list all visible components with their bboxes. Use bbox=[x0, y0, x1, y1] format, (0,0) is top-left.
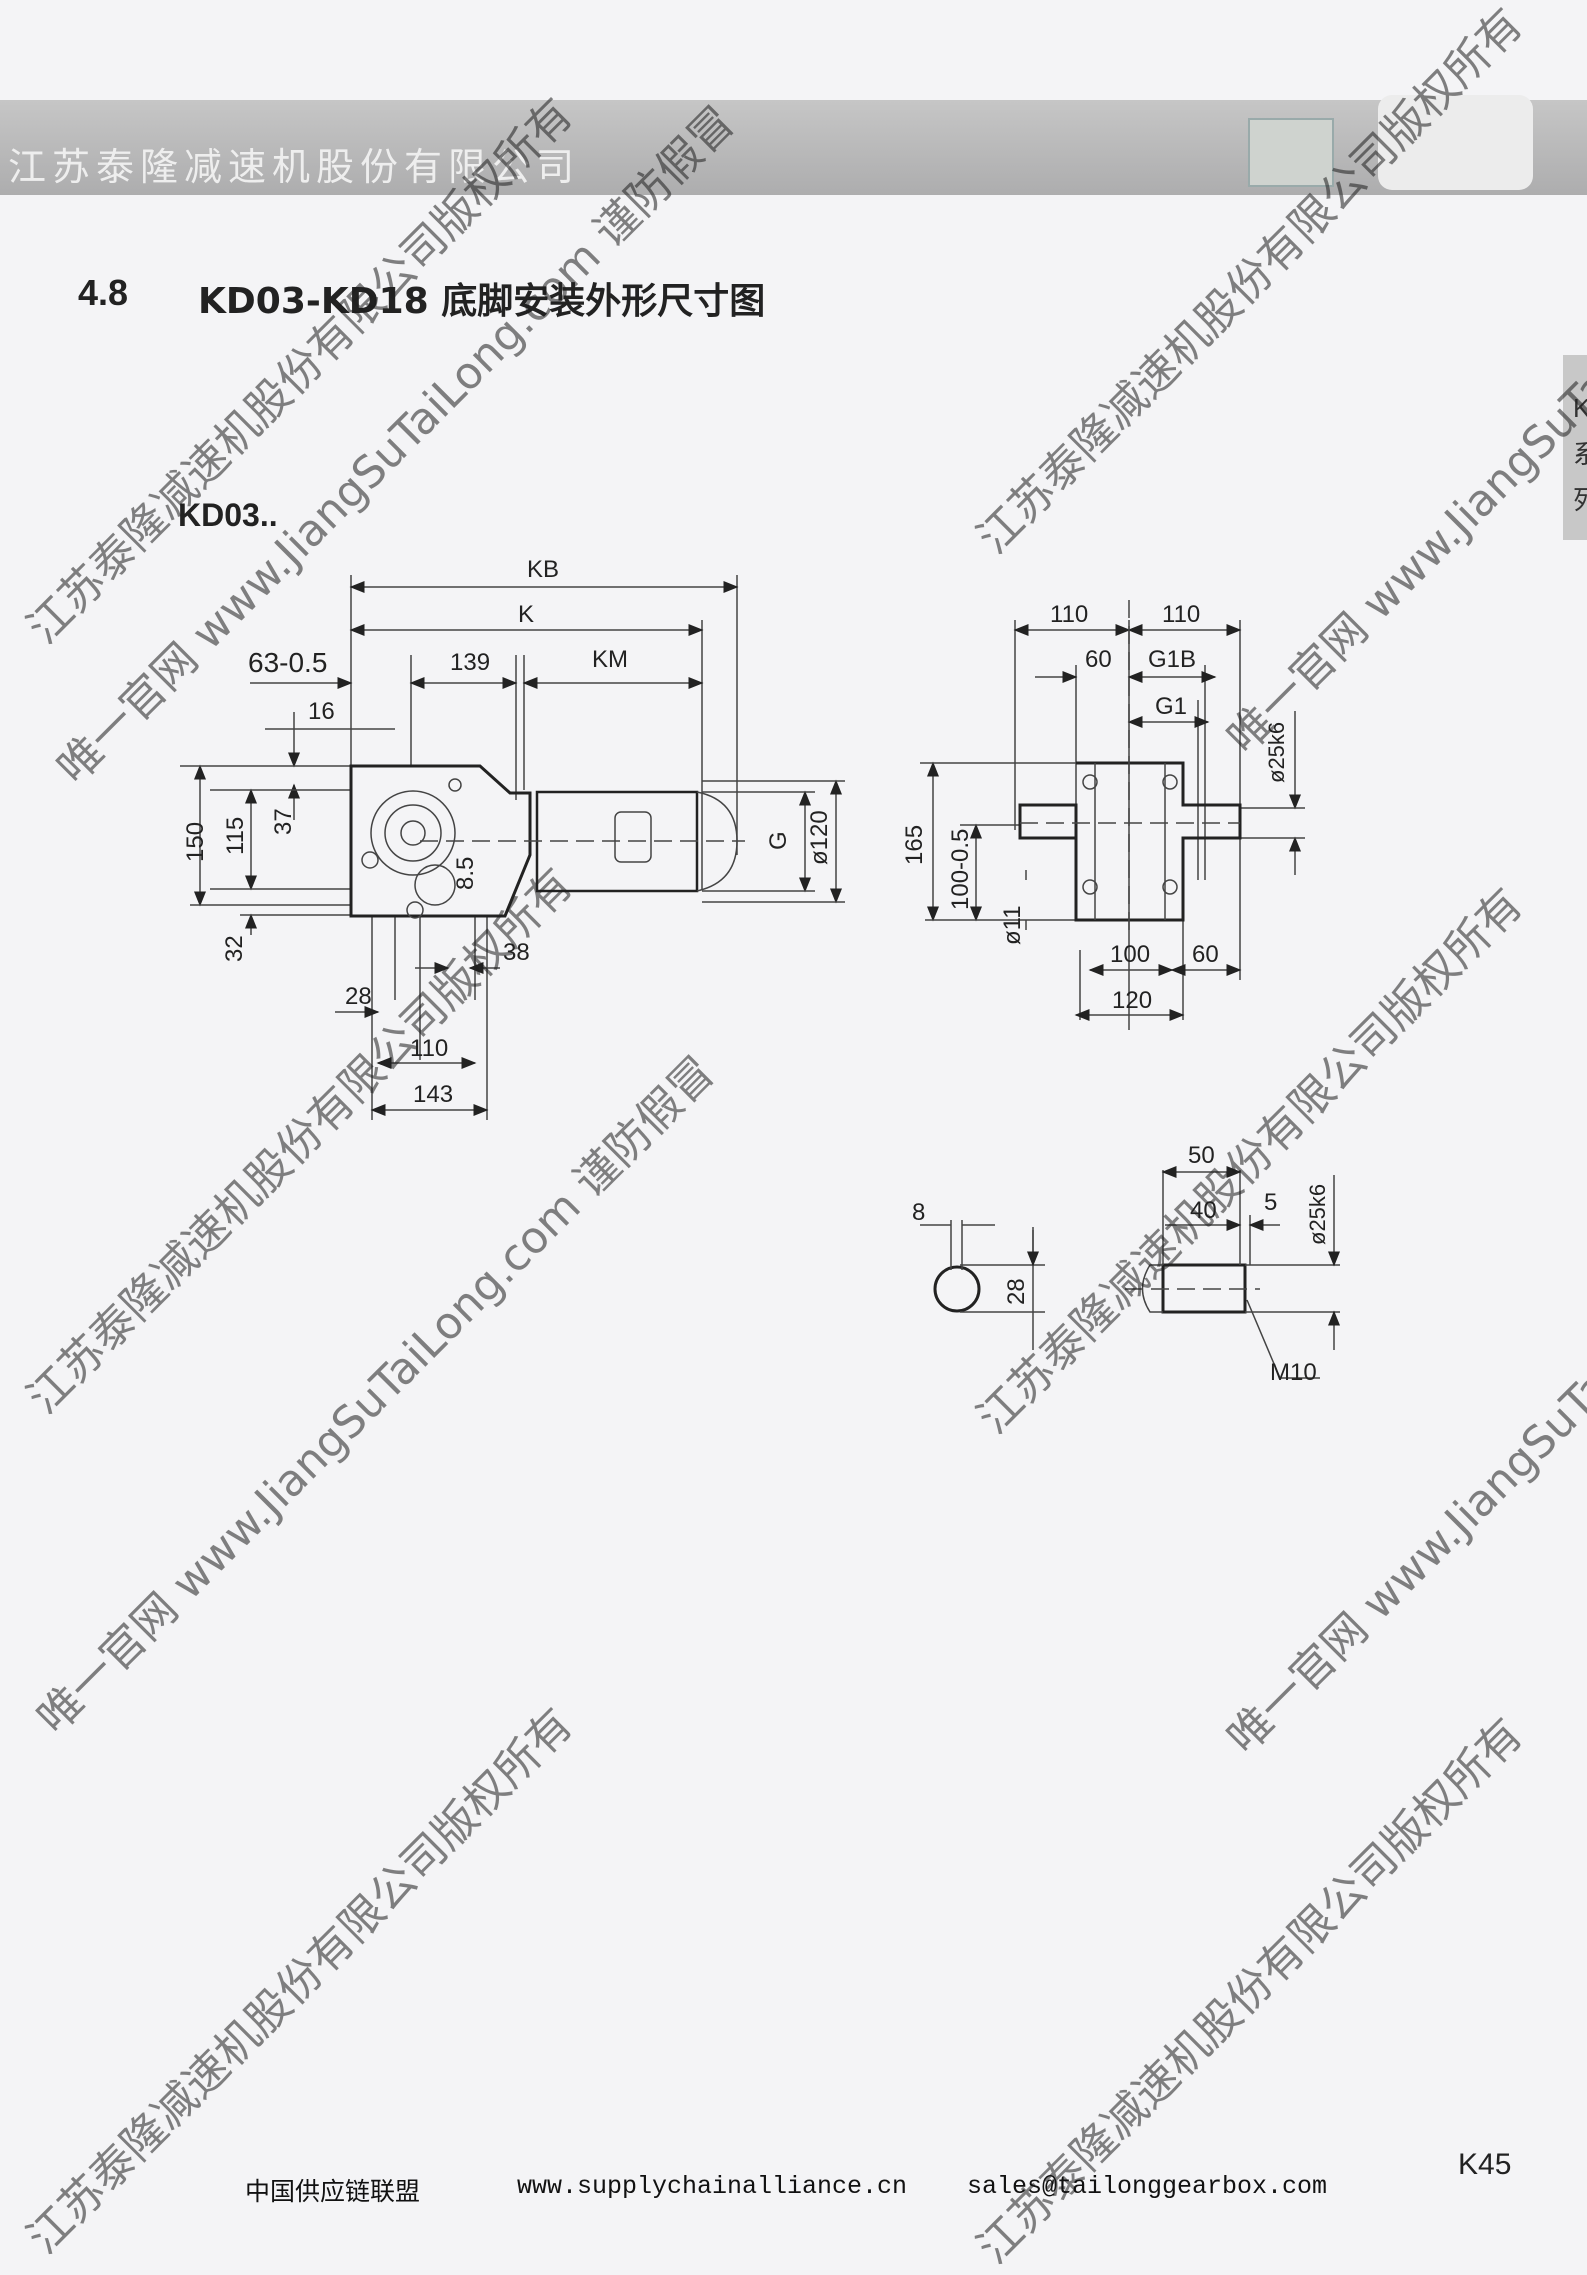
shaft-detail bbox=[920, 1166, 1340, 1379]
dim-KB: KB bbox=[527, 556, 559, 583]
dim-32: 32 bbox=[221, 935, 248, 962]
dim-50: 50 bbox=[1188, 1142, 1215, 1169]
dim-G: G bbox=[765, 831, 792, 850]
dim-G1B: G1B bbox=[1148, 646, 1196, 673]
dim-25k6-shaft: ø25k6 bbox=[1305, 1184, 1330, 1245]
company-name: 江苏泰隆减速机股份有限公司 bbox=[8, 145, 581, 189]
dim-165: 165 bbox=[901, 825, 928, 865]
footer-website-link[interactable]: www.supplychainalliance.cn bbox=[517, 2172, 908, 2201]
footer-org: 中国供应链联盟 bbox=[245, 2177, 421, 2206]
gearbox-logo-icon bbox=[1378, 95, 1533, 190]
dim-K: K bbox=[518, 601, 534, 628]
dim-110-right: 110 bbox=[1162, 601, 1200, 628]
dim-110-left: 110 bbox=[1050, 601, 1088, 628]
dim-100: 100 bbox=[1110, 941, 1150, 968]
dim-M10: M10 bbox=[1270, 1359, 1317, 1386]
dim-40: 40 bbox=[1190, 1197, 1217, 1224]
dim-28: 28 bbox=[345, 983, 372, 1010]
dim-5: 5 bbox=[1264, 1189, 1277, 1216]
dim-63: 63-0.5 bbox=[248, 647, 327, 678]
dim-115: 115 bbox=[222, 817, 249, 855]
footer-email-link[interactable]: sales@tailonggearbox.com bbox=[967, 2172, 1328, 2201]
dim-37: 37 bbox=[270, 808, 297, 835]
dim-100-tol: 100-0.5 bbox=[947, 829, 974, 910]
side-view bbox=[180, 575, 845, 1120]
dim-139: 139 bbox=[450, 649, 490, 676]
dim-8: 8 bbox=[912, 1199, 925, 1226]
end-view bbox=[920, 600, 1305, 1030]
dim-60: 60 bbox=[1085, 646, 1112, 673]
dim-KM: KM bbox=[592, 646, 628, 673]
dim-110: 110 bbox=[410, 1035, 448, 1062]
dim-16: 16 bbox=[308, 698, 335, 725]
dimension-labels: KB K 63-0.5 139 KM 16 150 115 37 8.5 G ø… bbox=[182, 556, 1330, 1386]
dim-60-right: 60 bbox=[1192, 941, 1219, 968]
side-tab-letter: K bbox=[1573, 393, 1587, 423]
dim-8-5: 8.5 bbox=[452, 857, 479, 890]
section-title: KD03-KD18 底脚安装外形尺寸图 bbox=[198, 281, 766, 322]
dim-11-dia: ø11 bbox=[999, 905, 1026, 945]
dim-143: 143 bbox=[413, 1081, 453, 1108]
dim-25k6: ø25k6 bbox=[1264, 722, 1289, 783]
model-label: KD03.. bbox=[178, 497, 278, 533]
side-tab-letter: 列 bbox=[1573, 485, 1587, 515]
section-number: 4.8 bbox=[78, 272, 129, 313]
dim-28-shaft: 28 bbox=[1003, 1278, 1030, 1305]
side-tab-letter: 系 bbox=[1573, 439, 1587, 469]
dim-120: 120 bbox=[1112, 987, 1152, 1014]
page-number: K45 bbox=[1458, 2148, 1512, 2181]
catalog-icon bbox=[1248, 118, 1334, 187]
dim-38: 38 bbox=[503, 939, 530, 966]
dim-150: 150 bbox=[182, 822, 209, 862]
dim-G1: G1 bbox=[1155, 693, 1187, 720]
dim-120-dia: ø120 bbox=[806, 810, 833, 865]
